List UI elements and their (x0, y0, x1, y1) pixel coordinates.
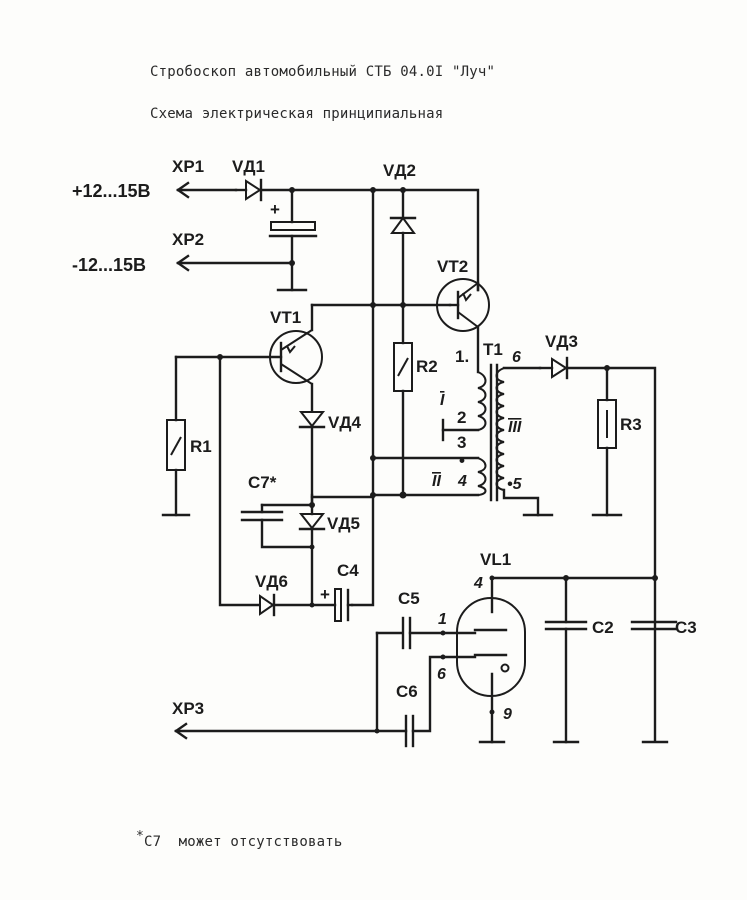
c6-label: C6 (396, 682, 418, 701)
c7-capacitor: C7* (240, 473, 314, 549)
c2-capacitor: C2 (544, 576, 614, 744)
r3-label: R3 (620, 415, 642, 434)
vt2-transistor-icon (436, 278, 490, 332)
c2-label: C2 (592, 618, 614, 637)
vd1-diode-icon (245, 179, 262, 201)
junction (370, 492, 376, 498)
vd3-label: VД3 (545, 332, 578, 351)
vl1-flash-lamp: VL1 4 1 6 9 (437, 550, 526, 744)
t1-label: T1 (483, 340, 503, 359)
vt2-transistor: VT2 (436, 257, 490, 374)
xp2-arrow-icon (175, 254, 190, 272)
t1-transformer: T1 1. 2 3 • 4 •5 6 I II III (432, 340, 554, 517)
vd2-label: VД2 (383, 161, 416, 180)
r1-resistor: R1 (161, 355, 212, 517)
t1-pin4-dot: • (459, 451, 465, 470)
junction (370, 455, 376, 461)
vl1-pin6-label: 6 (437, 666, 446, 683)
c1-plate-icon (270, 221, 316, 231)
winding-1-label: I (440, 392, 445, 409)
vt2-label: VT2 (437, 257, 468, 276)
c1-capacitor: + (268, 188, 318, 292)
vl1-label: VL1 (480, 550, 511, 569)
vl1-pin1-label: 1 (438, 611, 447, 628)
vd3-diode-icon (551, 357, 568, 379)
top-rail-wire (259, 188, 480, 292)
vd6-label: VД6 (255, 572, 288, 591)
vd1-diode: VД1 (232, 157, 265, 202)
c4-plate-icon (334, 588, 342, 622)
vd6-diode-icon (259, 594, 275, 616)
junction (374, 728, 380, 734)
xp1-label: XP1 (172, 157, 204, 176)
vd5-diode-icon (298, 513, 326, 530)
vd3-diode: VД3 (538, 332, 578, 380)
vd4-label: VД4 (328, 413, 361, 432)
junction (289, 260, 295, 266)
c1-plus-label: + (270, 200, 280, 219)
vd4-diode: VД4 (298, 411, 361, 432)
xp3-connector: XP3 (172, 631, 408, 740)
winding-2-label: II (432, 473, 441, 490)
c3-label: C3 (675, 618, 697, 637)
xp1-voltage-label: +12...15B (72, 181, 151, 201)
vd4-diode-icon (298, 411, 326, 428)
winding-2-icon (477, 457, 487, 496)
vd5-diode: VД5 (298, 503, 360, 607)
c5-label: C5 (398, 589, 420, 608)
c4-label: C4 (337, 561, 359, 580)
t1-pin1-label: 1. (455, 347, 469, 366)
vd5-label: VД5 (327, 514, 360, 533)
junction (309, 544, 315, 550)
vd1-label: VД1 (232, 157, 265, 176)
footnote-marker: * (136, 829, 145, 844)
t1-pin6-label: 6 (512, 349, 521, 366)
c4-plus-label: + (320, 585, 330, 604)
winding-1-icon (477, 371, 487, 431)
t1-pin5-label: •5 (507, 476, 523, 493)
vt1-transistor: VT1 (269, 308, 323, 385)
hv-rail-wire (565, 366, 657, 742)
junction (370, 302, 376, 308)
junction (399, 491, 407, 499)
footnote-ref: C7 (144, 834, 162, 850)
winding-3-label: III (508, 419, 522, 436)
xp2-connector: -12...15B XP2 (72, 230, 295, 275)
xp3-arrow-icon (173, 722, 188, 740)
c4-capacitor: + C4 (310, 561, 359, 622)
xp1-connector: +12...15B XP1 (72, 157, 238, 201)
vt1-label: VT1 (270, 308, 301, 327)
xp1-arrow-icon (175, 181, 190, 199)
c3-capacitor: C3 (630, 618, 697, 744)
footnote: *C7 может отсутствовать (136, 829, 343, 850)
t1-pin3-label: 3 (457, 433, 466, 452)
vd2-diode: VД2 (383, 161, 417, 307)
xp3-label: XP3 (172, 699, 204, 718)
junction (652, 575, 658, 581)
r2-label: R2 (416, 357, 438, 376)
t1-pin2-label: 2 (457, 408, 466, 427)
r2-resistor: R2 (393, 303, 438, 497)
r1-label: R1 (190, 437, 212, 456)
vd6-diode: VД6 (255, 572, 314, 617)
r3-resistor: R3 (591, 366, 642, 517)
c5-capacitor: C5 (375, 589, 477, 650)
document-title: Стробоскоп автомобильный СТБ 04.0I "Луч" (150, 64, 496, 80)
vl1-pin9-label: 9 (503, 706, 512, 723)
xp2-voltage-label: -12...15B (72, 255, 146, 275)
left-rail-wire (350, 188, 375, 607)
vd2-diode-icon (390, 216, 416, 234)
footnote-text: может отсутствовать (178, 834, 343, 850)
document-subtitle: Схема электрическая принципиальная (150, 106, 444, 122)
c7-label: C7* (248, 473, 277, 492)
vl1-pin4-label: 4 (473, 575, 483, 592)
winding-3-icon (495, 367, 505, 491)
vd6-feed-wire (218, 355, 260, 607)
c6-capacitor: C6 (396, 654, 477, 748)
xp2-label: XP2 (172, 230, 204, 249)
t1-pin4-label: 4 (457, 473, 467, 490)
